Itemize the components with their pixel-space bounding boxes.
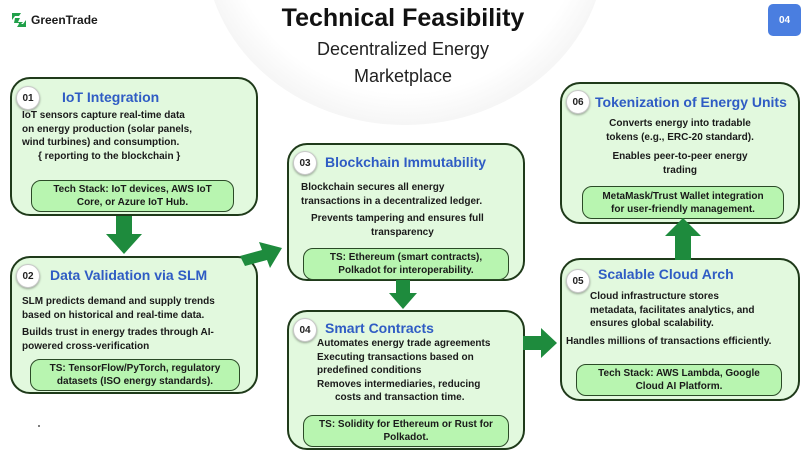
tech-stack-box: TS: Solidity for Ethereum or Rust for Po…	[303, 415, 509, 447]
tech-stack-line: TS: TensorFlow/PyTorch, regulatory	[49, 363, 221, 374]
card-data-validation: 02 Data Validation via SLM SLM predicts …	[10, 256, 258, 394]
step-number-badge: 03	[293, 151, 317, 175]
tech-stack-box: Tech Stack: IoT devices, AWS IoT Core, o…	[31, 180, 234, 212]
arrow-down-03-to-04	[389, 280, 417, 309]
card-description: Cloud infrastructure stores metadata, fa…	[566, 290, 771, 348]
card-title: IoT Integration	[62, 89, 160, 105]
card-iot-integration: 01 IoT Integration IoT sensors capture r…	[10, 77, 258, 216]
stray-dot	[38, 425, 40, 427]
tech-stack-box: TS: Ethereum (smart contracts), Polkadot…	[303, 248, 509, 280]
subtitle-line-2: Marketplace	[353, 66, 453, 86]
tech-stack-line: TS: Solidity for Ethereum or Rust for	[319, 419, 493, 430]
tech-stack-line: datasets (ISO energy standards).	[56, 376, 214, 387]
card-description: Converts energy into tradable tokens (e.…	[562, 117, 798, 177]
card-text-line: ensures global scalability.	[590, 318, 714, 329]
card-text-line: trading	[663, 164, 697, 176]
card-description: Blockchain secures all energy transactio…	[301, 181, 484, 239]
tech-stack-line: Tech Stack: AWS Lambda, Google	[598, 368, 760, 379]
card-text-line: transactions in a decentralized ledger.	[301, 195, 483, 207]
page-number-badge: 04	[768, 4, 801, 36]
card-title: Data Validation via SLM	[50, 267, 208, 283]
page-title: Technical Feasibility	[281, 4, 525, 32]
tech-stack-box: Tech Stack: AWS Lambda, Google Cloud AI …	[576, 364, 782, 396]
card-text-line: Prevents tampering and ensures full	[311, 213, 484, 224]
tech-stack-line: Tech Stack: IoT devices, AWS IoT	[53, 184, 212, 195]
card-text-line: Cloud infrastructure stores	[590, 291, 719, 302]
card-description: SLM predicts demand and supply trends ba…	[22, 295, 215, 353]
tech-stack-line: for user-friendly management.	[611, 203, 755, 215]
step-number-badge: 02	[16, 264, 40, 288]
card-text-line: Handles millions of transactions efficie…	[566, 335, 772, 347]
tech-stack-line: TS: Ethereum (smart contracts),	[329, 252, 483, 263]
card-text-line: metadata, facilitates analytics, and	[590, 304, 755, 316]
card-tokenization: 06 Tokenization of Energy Units Converts…	[560, 82, 800, 224]
card-text-line: Builds trust in energy trades through AI…	[22, 327, 214, 338]
tech-stack-line: Cloud AI Platform.	[635, 381, 723, 392]
tech-stack-line: MetaMask/Trust Wallet integration	[602, 190, 764, 202]
arrow-up-05-to-06	[665, 218, 701, 260]
card-text-line: based on historical and real-time data.	[22, 309, 205, 321]
card-text-line: Executing transactions based on	[317, 351, 474, 363]
card-text-line: tokens (e.g., ERC-20 standard).	[606, 131, 754, 143]
card-title: Scalable Cloud Arch	[598, 266, 734, 282]
card-text-line: IoT sensors capture real-time data	[22, 110, 185, 121]
logo-icon	[12, 13, 26, 27]
card-scalable-cloud: 05 Scalable Cloud Arch Cloud infrastruct…	[560, 258, 800, 401]
card-text-line: Enables peer-to-peer energy	[612, 151, 748, 162]
card-title: Tokenization of Energy Units	[595, 94, 787, 110]
card-description: IoT sensors capture real-time data on en…	[22, 109, 192, 163]
card-text-line: powered cross-verification	[22, 340, 150, 352]
card-text-line: on energy production (solar panels,	[22, 123, 193, 135]
tech-stack-line: Core, or Azure IoT Hub.	[76, 197, 189, 208]
card-title: Blockchain Immutability	[325, 154, 487, 170]
card-text-line: Automates energy trade agreements	[317, 338, 491, 349]
card-blockchain-immutability: 03 Blockchain Immutability Blockchain se…	[287, 143, 525, 281]
card-text-line: { reporting to the blockchain }	[38, 150, 181, 162]
card-text-line: wind turbines) and consumption.	[22, 137, 180, 148]
card-text-line: transparency	[371, 226, 434, 238]
arrow-down-01-to-02	[106, 216, 142, 254]
card-text-line: costs and transaction time.	[335, 392, 465, 403]
card-text-line: Converts energy into tradable	[609, 118, 751, 129]
card-text-line: predefined conditions	[317, 365, 422, 376]
tech-stack-box: TS: TensorFlow/PyTorch, regulatory datas…	[30, 359, 240, 391]
arrow-right-02-to-03	[240, 242, 282, 268]
page-subtitle: Decentralized Energy Marketplace	[206, 36, 600, 90]
step-number-badge: 01	[16, 86, 40, 110]
card-title: Smart Contracts	[325, 320, 434, 336]
card-text-line: SLM predicts demand and supply trends	[22, 296, 215, 307]
card-description: Automates energy trade agreements Execut…	[317, 337, 490, 405]
arrow-right-04-to-05	[523, 328, 557, 358]
step-number-badge: 05	[566, 269, 590, 293]
card-smart-contracts: 04 Smart Contracts Automates energy trad…	[287, 310, 525, 450]
tech-stack-box: MetaMask/Trust Wallet integration for us…	[582, 186, 784, 219]
step-number-badge: 06	[566, 90, 590, 114]
card-text-line: Removes intermediaries, reducing	[317, 378, 481, 390]
logo-text: GreenTrade	[31, 13, 98, 27]
tech-stack-line: Polkadot.	[383, 432, 429, 443]
step-number-badge: 04	[293, 318, 317, 342]
tech-stack-line: Polkadot for interoperability.	[338, 265, 474, 276]
logo[interactable]: GreenTrade	[12, 13, 98, 27]
subtitle-line-1: Decentralized Energy	[316, 39, 490, 59]
card-text-line: Blockchain secures all energy	[301, 182, 445, 193]
